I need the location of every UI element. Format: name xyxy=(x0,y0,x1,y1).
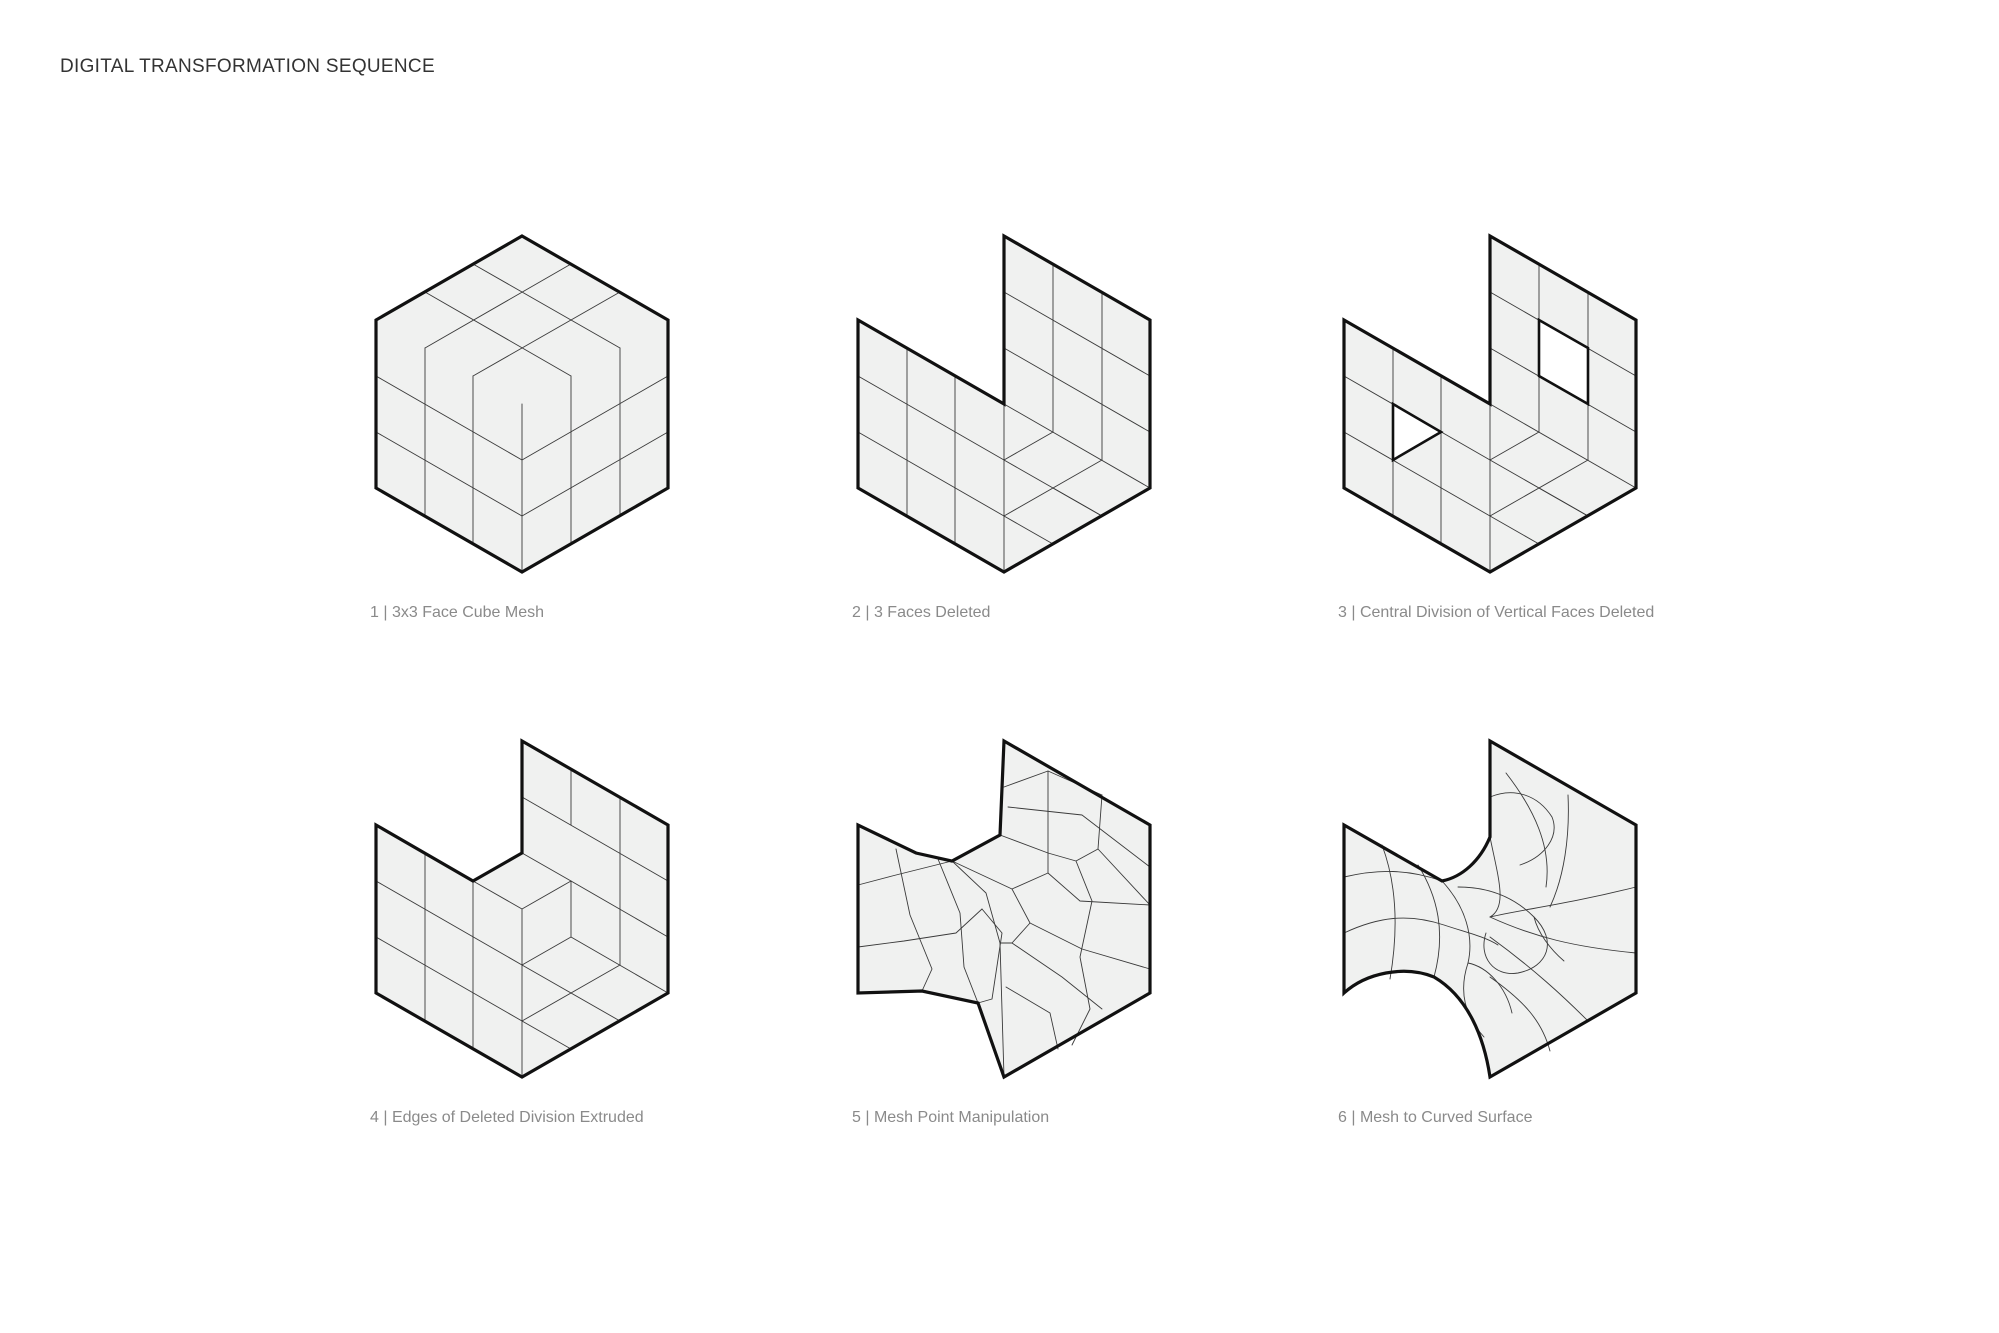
perforated-mesh-outline xyxy=(1342,233,1638,574)
step-4-panel: 4 | Edges of Deleted Division Extruded xyxy=(370,737,790,1177)
step-6-panel: 6 | Mesh to Curved Surface xyxy=(1338,737,1758,1177)
mesh-grid-lines xyxy=(857,770,1151,1078)
open-mesh-diagram xyxy=(856,233,1152,574)
step-4-caption: 4 | Edges of Deleted Division Extruded xyxy=(370,1109,644,1126)
step-1-caption: 1 | 3x3 Face Cube Mesh xyxy=(370,604,545,621)
manipulated-mesh-diagram xyxy=(856,738,1152,1080)
cube-outline xyxy=(374,234,670,574)
extruded-mesh-outline xyxy=(374,738,670,1079)
right-wall-opening xyxy=(1537,317,1590,407)
perforated-mesh-diagram xyxy=(1342,233,1638,574)
step-6-caption: 6 | Mesh to Curved Surface xyxy=(1338,1109,1533,1126)
step-1-panel: 1 | 3x3 Face Cube Mesh xyxy=(370,232,790,672)
manipulated-mesh-outline xyxy=(856,738,1152,1080)
page-title: DIGITAL TRANSFORMATION SEQUENCE xyxy=(60,56,435,77)
step-3-caption: 3 | Central Division of Vertical Faces D… xyxy=(1338,604,1655,621)
step-5-caption: 5 | Mesh Point Manipulation xyxy=(852,1109,1050,1126)
mesh-grid-lines xyxy=(375,768,669,1078)
step-2-panel: 2 | 3 Faces Deleted xyxy=(852,232,1272,672)
mesh-grid-lines xyxy=(857,263,1151,573)
open-mesh-outline xyxy=(856,233,1152,574)
curved-surface-outline xyxy=(1342,738,1638,1080)
extruded-mesh-diagram xyxy=(374,738,670,1079)
mesh-grid-lines xyxy=(375,263,669,573)
cube-mesh-diagram xyxy=(374,234,670,574)
curved-surface-diagram xyxy=(1342,738,1638,1080)
step-3-panel: 3 | Central Division of Vertical Faces D… xyxy=(1338,232,1758,672)
step-2-caption: 2 | 3 Faces Deleted xyxy=(852,604,991,621)
step-5-panel: 5 | Mesh Point Manipulation xyxy=(852,737,1272,1177)
left-wall-opening xyxy=(1391,401,1444,463)
